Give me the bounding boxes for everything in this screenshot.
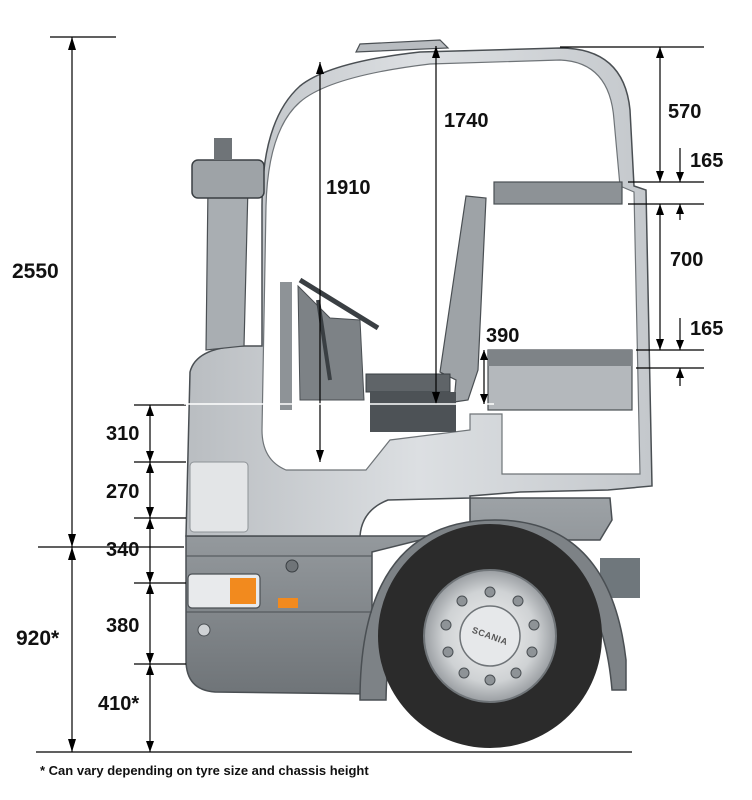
truck-illustration: SCANIA [185, 39, 653, 748]
side-marker-light [278, 598, 298, 608]
driver-seat-cushion [365, 373, 451, 393]
windscreen [205, 185, 249, 351]
indicator-light [230, 578, 256, 604]
label-step-2: 270 [106, 481, 139, 503]
dashboard [297, 284, 365, 401]
footnote: * Can vary depending on tyre size and ch… [40, 763, 369, 778]
label-lower-bunk: 165 [690, 318, 723, 340]
grille-panel [189, 461, 249, 533]
seat-base [370, 392, 456, 432]
label-upper-bunk: 165 [690, 150, 723, 172]
driver-seat-back [439, 195, 487, 403]
label-step-3: 340 [106, 539, 139, 561]
fog-light [197, 623, 211, 637]
wheel-nuts [440, 586, 540, 686]
fuel-cap [285, 559, 299, 573]
label-step-5: 410* [98, 693, 139, 715]
upper-bunk [493, 181, 623, 205]
label-lower-height: 920* [16, 627, 60, 650]
steering-wheel [298, 277, 380, 331]
door-handle-grab [280, 282, 292, 410]
dimension-lines [36, 36, 704, 753]
lower-body [185, 497, 613, 695]
label-roof-to-upper-bunk: 570 [668, 101, 701, 123]
label-step-4: 380 [106, 615, 139, 637]
mirror-arm [214, 138, 232, 160]
dimension-labels: 2550 920* 310 270 340 380 410* 1910 1740… [12, 101, 723, 715]
label-overall-height: 2550 [12, 260, 59, 283]
lower-bunk-mattress [488, 350, 632, 366]
side-mirror [191, 159, 265, 199]
label-bunk-spacing: 700 [670, 249, 703, 271]
label-bunk-height: 390 [486, 325, 519, 347]
label-step-1: 310 [106, 423, 139, 445]
wheel-hub [459, 605, 521, 667]
label-interior-height-driver: 1910 [326, 177, 371, 199]
roof-spoiler [355, 39, 450, 53]
label-interior-height-center: 1740 [444, 110, 489, 132]
